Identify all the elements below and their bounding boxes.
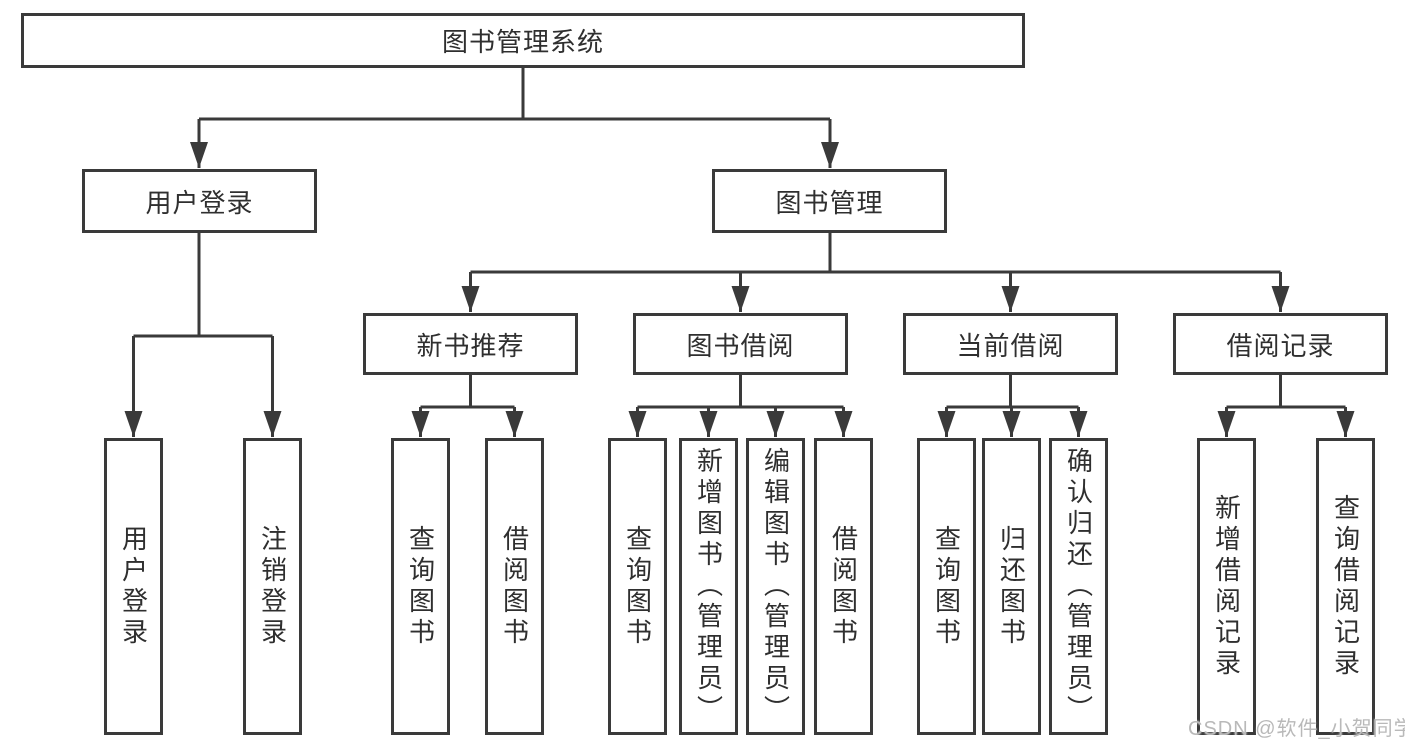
- leaf-return-books: 归还图书: [982, 438, 1041, 735]
- node-user-login: 用户登录: [82, 169, 317, 233]
- leaf-add-books-admin: 新增图书（管理员）: [679, 438, 738, 735]
- connector-user-login-split: [133, 233, 273, 338]
- node-label: 图书管理系统: [441, 27, 604, 57]
- leaf-label: 查询图书: [622, 524, 653, 649]
- leaf-query-books-recommend: 查询图书: [391, 438, 450, 735]
- node-label: 图书借阅: [686, 330, 795, 361]
- leaf-label: 用户登录: [118, 524, 149, 649]
- node-borrow-records: 借阅记录: [1173, 313, 1388, 375]
- leaf-user-login: 用户登录: [104, 438, 163, 735]
- csdn-watermark: CSDN @软件_小贺同学: [1188, 718, 1405, 740]
- node-library-management-system: 图书管理系统: [21, 13, 1025, 68]
- node-label: 用户登录: [145, 187, 254, 218]
- leaf-query-books-current: 查询图书: [917, 438, 976, 735]
- leaf-add-borrow-record: 新增借阅记录: [1197, 438, 1256, 735]
- node-label: 图书管理: [775, 187, 884, 218]
- node-current-borrow: 当前借阅: [903, 313, 1118, 375]
- node-label: 新书推荐: [416, 330, 525, 361]
- leaf-label: 编辑图书（管理员）: [760, 447, 791, 726]
- leaf-borrow-books-recommend: 借阅图书: [485, 438, 544, 735]
- leaf-label: 借阅图书: [828, 524, 859, 649]
- leaf-label: 归还图书: [996, 524, 1027, 649]
- leaf-label: 新增借阅记录: [1211, 493, 1242, 680]
- leaf-query-borrow-record: 查询借阅记录: [1316, 438, 1375, 735]
- leaf-label: 确认归还（管理员）: [1063, 447, 1094, 726]
- node-book-management: 图书管理: [712, 169, 947, 233]
- leaf-label: 查询图书: [405, 524, 436, 649]
- leaf-label: 查询图书: [931, 524, 962, 649]
- connector-book-management-split: [470, 233, 1281, 274]
- connector-records-split: [1226, 375, 1346, 409]
- node-label: 当前借阅: [956, 330, 1065, 361]
- leaf-label: 查询借阅记录: [1330, 493, 1361, 680]
- node-label: 借阅记录: [1226, 330, 1335, 361]
- node-book-borrow: 图书借阅: [633, 313, 848, 375]
- connector-root-split: [199, 68, 830, 121]
- leaf-query-books-borrow: 查询图书: [608, 438, 667, 735]
- node-new-book-recommend: 新书推荐: [363, 313, 578, 375]
- connector-current-split: [946, 375, 1079, 409]
- leaf-borrow-books: 借阅图书: [814, 438, 873, 735]
- connector-recommend-split: [420, 375, 515, 409]
- leaf-confirm-return-admin: 确认归还（管理员）: [1049, 438, 1108, 735]
- leaf-label: 借阅图书: [499, 524, 530, 649]
- leaf-label: 新增图书（管理员）: [693, 447, 724, 726]
- leaf-edit-books-admin: 编辑图书（管理员）: [746, 438, 805, 735]
- leaf-label: 注销登录: [257, 524, 288, 649]
- connector-borrow-split: [637, 375, 844, 409]
- leaf-logout: 注销登录: [243, 438, 302, 735]
